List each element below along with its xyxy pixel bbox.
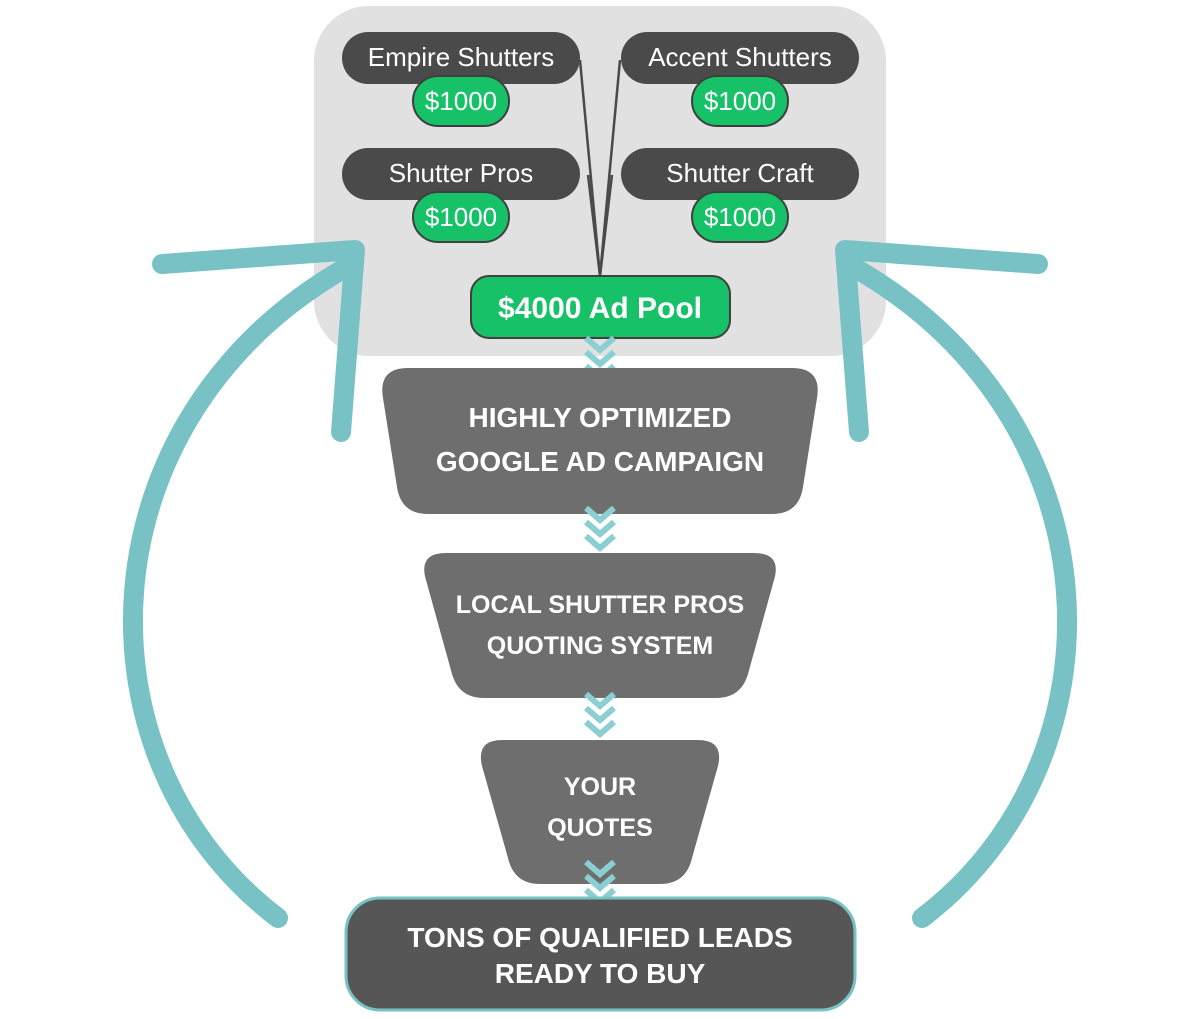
ad-pool-label: $4000 Ad Pool — [498, 292, 702, 325]
stage-your-quotes: YOUR QUOTES — [480, 740, 720, 884]
stage-line-2: QUOTING SYSTEM — [487, 632, 713, 660]
stage-google-ad-campaign: HIGHLY OPTIMIZED GOOGLE AD CAMPAIGN — [382, 368, 818, 514]
company-amount: $1000 — [704, 202, 776, 232]
stage-line-1: LOCAL SHUTTER PROS — [456, 591, 744, 619]
stage-line-1: HIGHLY OPTIMIZED — [469, 402, 732, 433]
company-shutter-craft: Shutter Craft $1000 — [621, 148, 859, 243]
stage-line-2: QUOTES — [547, 814, 653, 842]
result-line-1: TONS OF QUALIFIED LEADS — [407, 922, 792, 953]
company-amount: $1000 — [704, 86, 776, 116]
pool-connectors — [578, 59, 622, 277]
company-shutter-pros: Shutter Pros $1000 — [342, 148, 580, 243]
right-arrowhead-icon — [835, 240, 1048, 442]
company-name: Shutter Pros — [389, 158, 534, 188]
chevron-down-icon — [584, 505, 616, 552]
company-empire-shutters: Empire Shutters $1000 — [342, 32, 580, 127]
company-name: Shutter Craft — [666, 158, 814, 188]
ad-pool: $4000 Ad Pool — [470, 275, 731, 339]
stage-quoting-system: LOCAL SHUTTER PROS QUOTING SYSTEM — [424, 553, 776, 698]
left-cycle-arrow — [122, 240, 365, 928]
right-cycle-arrow — [835, 240, 1078, 928]
chevron-down-icon — [584, 691, 616, 738]
company-amount: $1000 — [425, 202, 497, 232]
stage-line-2: GOOGLE AD CAMPAIGN — [436, 446, 764, 477]
company-accent-shutters: Accent Shutters $1000 — [621, 32, 859, 127]
company-name: Empire Shutters — [368, 42, 554, 72]
result-qualified-leads: TONS OF QUALIFIED LEADS READY TO BUY — [344, 896, 857, 1012]
company-name: Accent Shutters — [648, 42, 832, 72]
stage-line-1: YOUR — [564, 773, 636, 801]
result-line-2: READY TO BUY — [495, 958, 706, 989]
company-amount: $1000 — [425, 86, 497, 116]
left-arrowhead-icon — [152, 240, 365, 442]
